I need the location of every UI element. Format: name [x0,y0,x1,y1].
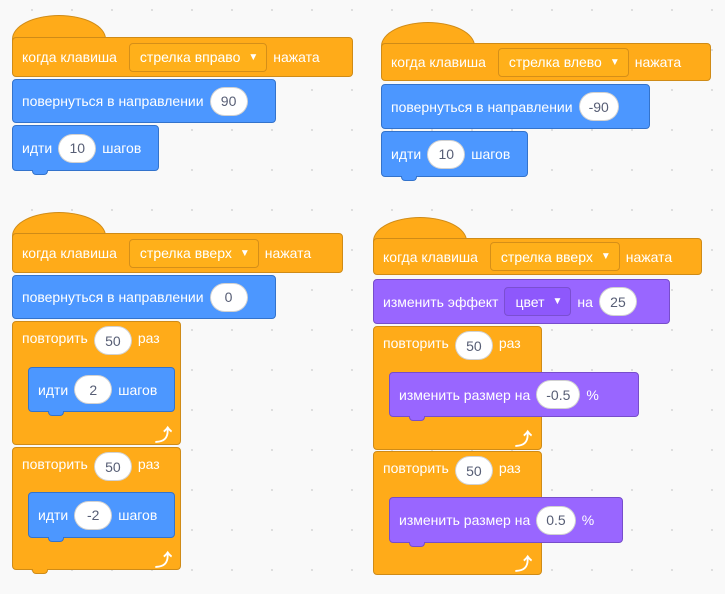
move-steps-block[interactable]: идти -2 шагов [28,492,175,538]
when-key-label: когда клавиша [22,49,117,65]
dropdown-arrow-icon: ▼ [600,251,611,262]
repeat-times-label: раз [498,335,521,351]
repeat-label: повторить [383,335,449,351]
steps-input[interactable]: 2 [74,375,113,404]
steps-label: шагов [102,140,142,156]
pressed-label: нажата [625,248,673,265]
size-value-input[interactable]: 0.5 [536,505,576,535]
pressed-label: нажата [634,54,682,70]
repeat-times-label: раз [498,460,521,476]
turn-direction-block[interactable]: повернуться в направлении 0 [12,275,276,319]
when-key-label: когда клавиша [391,54,486,70]
move-label: идти [22,140,53,156]
when-key-pressed-block[interactable]: когда клавиша стрелка вверх ▼ нажата [12,233,343,273]
move-steps-block[interactable]: идти 2 шагов [28,367,175,412]
dropdown-arrow-icon: ▼ [248,51,259,63]
change-size-label: изменить размер на [399,386,531,403]
block-notch [48,537,64,542]
effect-value-input[interactable]: 25 [598,287,637,316]
move-steps-block[interactable]: идти 10 шагов [12,125,159,171]
steps-input[interactable]: -2 [74,500,113,530]
repeat-count-input[interactable]: 50 [454,456,493,485]
move-label: идти [391,146,422,162]
when-key-label: когда клавиша [383,248,478,265]
steps-input[interactable]: 10 [427,139,466,169]
effect-dropdown-value: цвет [515,293,545,310]
repeat-times-label: раз [137,456,160,472]
percent-label: % [581,512,595,528]
key-dropdown[interactable]: стрелка вверх ▼ [489,242,620,271]
effect-by-label: на [577,293,593,310]
repeat-label: повторить [22,330,88,346]
turn-label: повернуться в направлении [391,98,573,115]
move-label: идти [38,381,69,398]
move-label: идти [38,507,69,523]
percent-label: % [586,386,599,403]
when-key-pressed-block[interactable]: когда клавиша стрелка вправо ▼ нажата [12,37,353,77]
repeat-times-label: раз [137,330,160,346]
key-dropdown-value: стрелка вверх [139,245,232,261]
repeat-label: повторить [22,456,88,472]
key-dropdown-value: стрелка вправо [139,49,241,65]
change-size-block[interactable]: изменить размер на 0.5 % [389,497,623,543]
direction-input[interactable]: 0 [209,282,248,312]
change-effect-block[interactable]: изменить эффект цвет ▼ на 25 [373,279,670,324]
loop-arrow-icon: ⤴ [155,551,172,570]
change-effect-label: изменить эффект [383,293,499,310]
repeat-count-input[interactable]: 50 [454,331,493,360]
block-notch [409,416,425,421]
turn-direction-block[interactable]: повернуться в направлении -90 [381,84,650,129]
steps-label: шагов [118,381,158,398]
repeat-count-input[interactable]: 50 [93,326,132,355]
block-notch [409,542,425,547]
when-key-pressed-block[interactable]: когда клавиша стрелка вверх ▼ нажата [373,238,702,275]
repeat-count-input[interactable]: 50 [93,452,132,481]
direction-input[interactable]: 90 [209,86,248,116]
key-dropdown-value: стрелка влево [508,54,602,70]
key-dropdown[interactable]: стрелка вправо ▼ [128,42,268,72]
turn-label: повернуться в направлении [22,93,204,109]
key-dropdown[interactable]: стрелка влево ▼ [497,47,629,77]
when-key-pressed-block[interactable]: когда клавиша стрелка влево ▼ нажата [381,43,711,81]
size-value-input[interactable]: -0.5 [536,380,581,409]
dropdown-arrow-icon: ▼ [552,296,563,307]
block-notch [32,170,48,175]
change-size-label: изменить размер на [399,512,531,528]
direction-input[interactable]: -90 [578,92,619,121]
steps-input[interactable]: 10 [58,133,97,163]
key-dropdown-value: стрелка вверх [500,248,593,265]
effect-dropdown[interactable]: цвет ▼ [504,287,572,316]
pressed-label: нажата [264,245,312,261]
dropdown-arrow-icon: ▼ [609,56,620,68]
repeat-label: повторить [383,460,449,476]
steps-label: шагов [118,507,158,523]
change-size-block[interactable]: изменить размер на -0.5 % [389,372,639,417]
loop-arrow-icon: ⤴ [515,555,532,574]
loop-arrow-icon: ⤴ [155,426,172,445]
when-key-label: когда клавиша [22,245,117,261]
turn-label: повернуться в направлении [22,289,204,305]
pressed-label: нажата [273,49,320,65]
loop-arrow-icon: ⤴ [515,430,532,449]
block-notch [401,176,417,181]
block-notch [32,569,48,574]
block-notch [48,411,64,416]
key-dropdown[interactable]: стрелка вверх ▼ [128,238,259,268]
turn-direction-block[interactable]: повернуться в направлении 90 [12,79,276,123]
dropdown-arrow-icon: ▼ [239,247,250,259]
steps-label: шагов [471,146,511,162]
move-steps-block[interactable]: идти 10 шагов [381,131,528,177]
